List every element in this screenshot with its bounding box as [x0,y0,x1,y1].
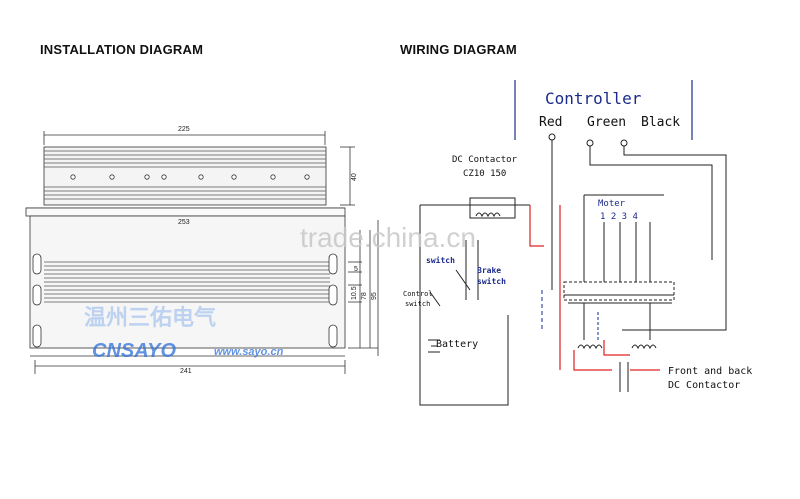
dim-body-width: 253 [178,219,190,226]
dc-contactor-label: DC Contactor [452,155,518,165]
wire-black-label: Black [641,115,680,130]
dim-right-b: 10.5 [351,286,358,300]
dim-right-a: 5 [354,266,358,273]
switch-label: switch [426,255,455,265]
watermark: trade.china.cn [300,222,476,253]
brand-url: www.sayo.cn [214,346,284,358]
battery-label: Battery [436,339,478,350]
front-back-contactor-label: DC Contactor [668,380,740,391]
controller-block [514,80,693,140]
control-switch-label: Control [403,290,433,298]
wire-green-label: Green [587,115,626,130]
front-back-label: Front and back [668,366,752,377]
wiring-lines [419,133,727,406]
motor-pins: 1 2 3 4 [600,212,638,222]
dim-height-top: 40 [351,173,358,181]
installation-diagram-title: INSTALLATION DIAGRAM [40,42,204,57]
dim-right-c: 78 [361,292,368,300]
dim-bottom-width: 241 [180,368,192,375]
dim-right-d: 95 [371,292,378,300]
brake-switch-label: Brake [477,266,501,275]
controller-label: Controller [545,89,642,108]
motor-label: Moter [598,199,626,209]
control-switch-label-2: switch [405,300,430,308]
red-wiring [529,205,660,371]
brake-switch-label-2: switch [477,276,506,286]
installation-drawing [25,131,379,374]
brand-logo: CNSAYO [92,340,177,362]
wiring-diagram-title: WIRING DIAGRAM [400,42,517,57]
dc-contactor-model: CZ10 150 [463,169,506,179]
brand-name-cn: 温州三佑电气 [84,305,216,331]
wire-red-label: Red [539,115,562,130]
blue-wiring [541,290,599,340]
dim-top-width: 225 [178,126,190,133]
